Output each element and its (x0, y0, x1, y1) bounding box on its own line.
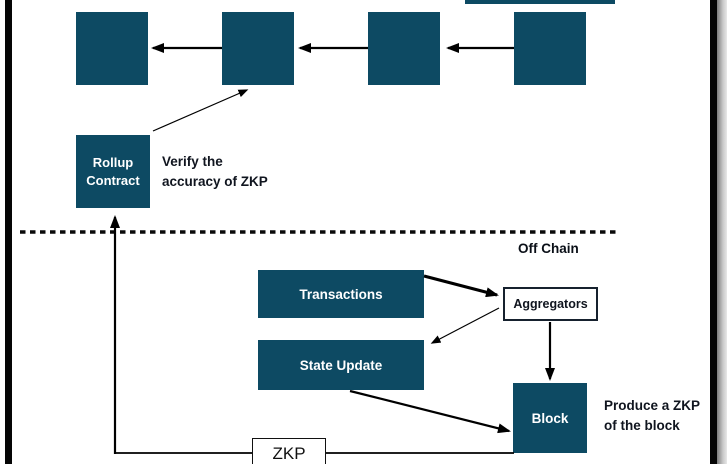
frame-border-right (710, 0, 717, 464)
state-update-label: State Update (299, 357, 383, 373)
aggregators-box: Aggregators (503, 287, 598, 321)
rollup-contract-label: Rollup Contract (86, 154, 140, 188)
produce-note: Produce a ZKP of the block (604, 398, 700, 434)
off-chain-label: Off Chain (518, 241, 579, 256)
frame-shadow (717, 0, 727, 464)
state-update-to-block-arrow (349, 389, 511, 434)
verify-note: Verify the accuracy of ZKP (162, 154, 268, 190)
cropped-top-box (465, 0, 615, 4)
block-box: Block (513, 383, 587, 453)
zkp-box: ZKP (252, 438, 326, 464)
transactions-box: Transactions (258, 270, 424, 318)
aggregators-label: Aggregators (513, 297, 588, 311)
chain-block (368, 12, 440, 85)
chain-block (76, 12, 148, 85)
rollup-contract-box: Rollup Contract (76, 135, 150, 208)
frame-border-left (5, 0, 12, 464)
zkp-label: ZKP (272, 444, 306, 463)
chain-block (514, 12, 586, 85)
transactions-label: Transactions (299, 286, 383, 302)
state-update-box: State Update (258, 340, 424, 390)
chain-block (222, 12, 294, 85)
block-label: Block (531, 410, 569, 426)
rollup-to-chain-arrow (152, 89, 249, 132)
aggregators-to-state-update-arrow (430, 307, 500, 344)
transactions-to-aggregators-arrow (423, 274, 499, 298)
